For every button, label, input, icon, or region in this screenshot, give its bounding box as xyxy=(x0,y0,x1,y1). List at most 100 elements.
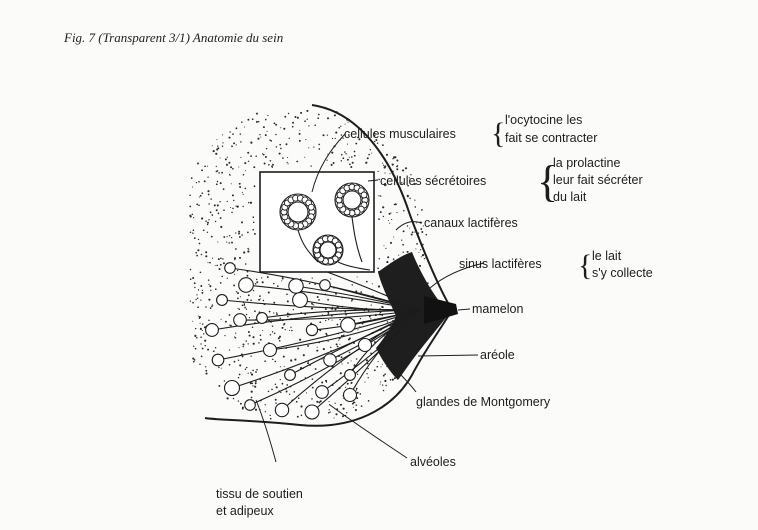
stipple-dot xyxy=(290,359,292,361)
stipple-dot xyxy=(272,359,273,360)
stipple-dot xyxy=(317,347,318,348)
stipple-dot xyxy=(205,251,207,253)
stipple-dot xyxy=(343,408,345,410)
stipple-dot xyxy=(356,388,358,390)
label-tissu-line1: tissu de soutien xyxy=(216,487,303,501)
stipple-dot xyxy=(247,250,249,252)
stipple-dot xyxy=(341,356,343,358)
stipple-dot xyxy=(291,330,292,331)
stipple-dot xyxy=(196,203,198,205)
stipple-dot xyxy=(226,164,228,166)
stipple-dot xyxy=(240,157,241,158)
stipple-dot xyxy=(205,370,207,372)
stipple-dot xyxy=(385,248,386,249)
stipple-dot xyxy=(420,249,421,250)
stipple-dot xyxy=(282,278,284,280)
stipple-dot xyxy=(341,363,342,364)
stipple-dot xyxy=(386,261,388,263)
stipple-dot xyxy=(312,378,314,380)
stipple-dot xyxy=(422,254,424,256)
stipple-dot xyxy=(199,363,201,365)
stipple-dot xyxy=(282,157,284,159)
stipple-dot xyxy=(350,166,352,168)
stipple-dot xyxy=(238,347,239,348)
stipple-dot xyxy=(196,294,197,295)
stipple-dot xyxy=(338,340,339,341)
stipple-dot xyxy=(189,195,191,197)
stipple-dot xyxy=(257,138,259,140)
stipple-dot xyxy=(424,258,425,259)
stipple-dot xyxy=(370,318,371,319)
stipple-dot xyxy=(201,217,203,219)
label-canaux-lactiferes: canaux lactifères xyxy=(424,216,518,230)
stipple-dot xyxy=(271,165,272,166)
stipple-dot xyxy=(279,336,281,338)
stipple-dot xyxy=(217,181,218,182)
stipple-dot xyxy=(355,143,357,145)
stipple-dot xyxy=(231,237,232,238)
stipple-dot xyxy=(220,264,222,266)
stipple-dot xyxy=(198,204,200,206)
stipple-dot xyxy=(211,236,213,238)
stipple-dot xyxy=(341,404,342,405)
stipple-dot xyxy=(227,201,228,202)
stipple-dot xyxy=(246,309,247,310)
stipple-dot xyxy=(398,255,399,256)
stipple-dot xyxy=(289,394,290,395)
stipple-dot xyxy=(274,333,276,335)
stipple-dot xyxy=(195,252,197,254)
stipple-dot xyxy=(287,157,288,158)
stipple-dot xyxy=(236,144,237,145)
stipple-dot xyxy=(308,125,309,126)
stipple-dot xyxy=(262,153,263,154)
stipple-dot xyxy=(368,400,370,402)
stipple-dot xyxy=(245,263,247,265)
stipple-dot xyxy=(380,195,381,196)
stipple-dot xyxy=(382,163,383,164)
stipple-dot xyxy=(205,255,207,257)
stipple-dot xyxy=(192,321,193,322)
stipple-dot xyxy=(217,145,218,146)
stipple-dot xyxy=(322,134,324,136)
label-ocytocine-line2: fait se contracter xyxy=(505,131,597,145)
stipple-dot xyxy=(216,166,217,167)
stipple-dot xyxy=(204,345,205,346)
stipple-dot xyxy=(294,391,296,393)
stipple-dot xyxy=(207,166,208,167)
stipple-dot xyxy=(286,162,287,163)
stipple-dot xyxy=(392,379,394,381)
stipple-dot xyxy=(364,382,365,383)
stipple-dot xyxy=(315,368,317,370)
stipple-dot xyxy=(371,304,372,305)
stipple-dot xyxy=(199,243,201,245)
label-cellules-musculaires: cellules musculaires xyxy=(344,127,456,141)
stipple-dot xyxy=(279,317,281,319)
stipple-dot xyxy=(333,162,335,164)
stipple-dot xyxy=(384,380,386,382)
stipple-dot xyxy=(380,366,381,367)
stipple-dot xyxy=(297,416,299,418)
stipple-dot xyxy=(313,146,314,147)
stipple-dot xyxy=(282,383,284,385)
stipple-dot xyxy=(283,356,285,358)
stipple-dot xyxy=(286,143,288,145)
stipple-dot xyxy=(255,371,257,373)
stipple-dot xyxy=(356,404,358,406)
label-prolactine-line2: leur fait sécréter xyxy=(553,173,643,187)
stipple-dot xyxy=(274,361,276,363)
stipple-dot xyxy=(215,265,216,266)
stipple-dot xyxy=(293,309,294,310)
stipple-dot xyxy=(230,325,232,327)
stipple-dot xyxy=(243,251,245,253)
stipple-dot xyxy=(309,283,311,285)
stipple-dot xyxy=(210,290,211,291)
stipple-dot xyxy=(386,154,388,156)
stipple-dot xyxy=(248,343,249,344)
stipple-dot xyxy=(327,341,328,342)
stipple-dot xyxy=(304,120,306,122)
stipple-dot xyxy=(286,391,288,393)
stipple-dot xyxy=(241,234,243,236)
stipple-dot xyxy=(196,337,198,339)
stipple-dot xyxy=(378,195,379,196)
stipple-dot xyxy=(217,204,219,206)
